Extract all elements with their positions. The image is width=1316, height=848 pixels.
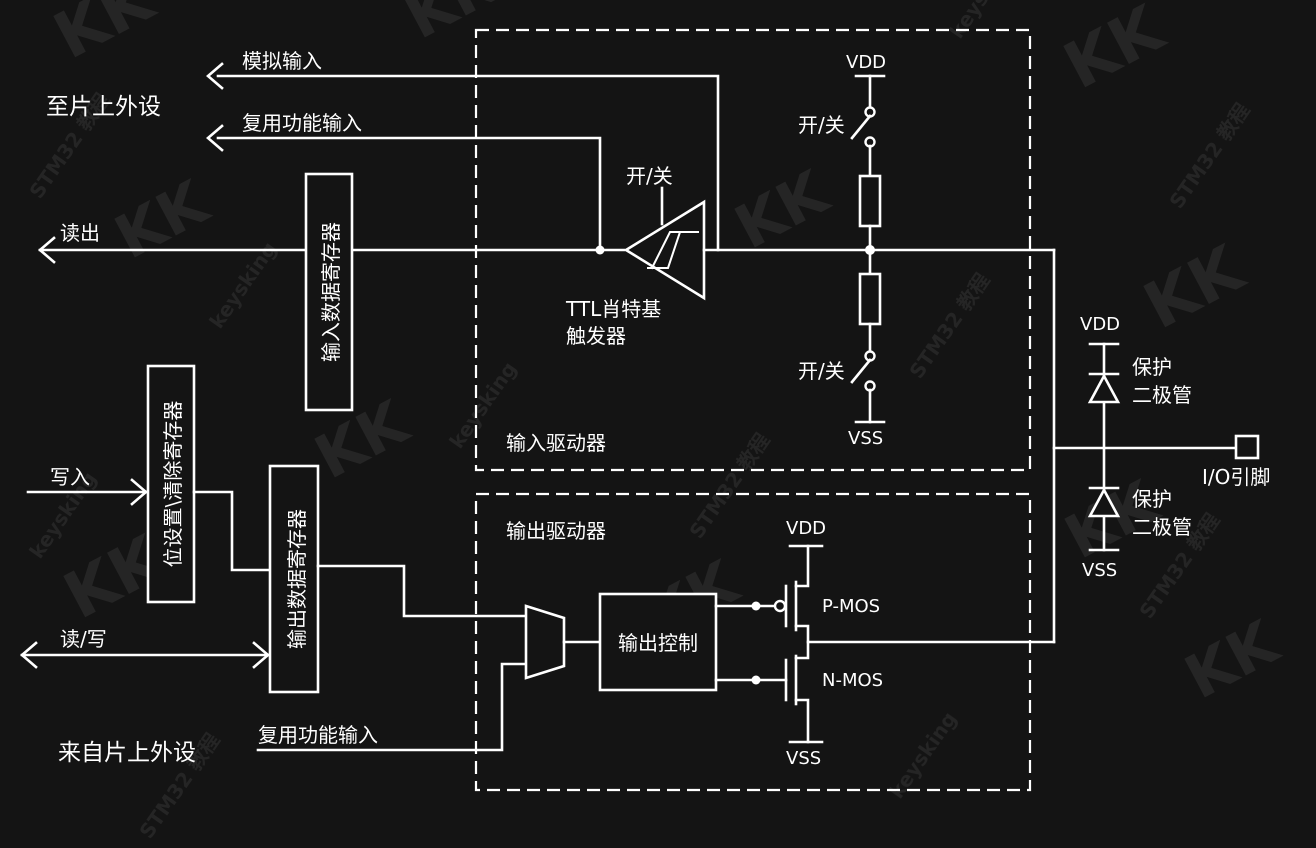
hysteresis-icon	[650, 231, 685, 270]
watermark: keysking	[884, 707, 961, 803]
junction-dot	[595, 245, 605, 255]
svg-text:KK: KK	[1133, 231, 1257, 344]
read-write-arrow-right	[252, 641, 270, 669]
pmos-label: P-MOS	[822, 596, 880, 617]
output-data-register-label: 输出数据寄存器	[285, 509, 309, 649]
from-peripheral-label: 来自片上外设	[58, 740, 196, 766]
svg-text:keysking: keysking	[884, 707, 961, 803]
schmitt-trigger	[623, 199, 706, 301]
switch-bottom-label: 开/关	[798, 359, 845, 383]
alt-input-wire	[216, 136, 602, 252]
read-out-label: 读出	[60, 221, 100, 245]
alt-input-arrow	[206, 124, 224, 152]
watermark: KK	[43, 0, 167, 74]
io-pin-label: I/O引脚	[1202, 465, 1270, 489]
analog-input-arrow	[206, 62, 224, 90]
svg-text:KK: KK	[104, 167, 221, 274]
svg-text:STM32 教程: STM32 教程	[904, 269, 994, 383]
watermark: KK	[1053, 0, 1177, 104]
protection-diode-bottom	[1087, 487, 1121, 518]
watermark: KK	[1174, 607, 1291, 714]
write-in-arrow	[130, 478, 148, 506]
pulldown-resistor	[858, 272, 882, 326]
input-data-register-label: 输入数据寄存器	[319, 222, 343, 362]
analog-input-wire	[216, 74, 720, 252]
watermark: STM32 教程	[1164, 99, 1254, 213]
bit-set-reset-register	[146, 364, 196, 604]
output-control-block	[598, 592, 718, 692]
odr-to-mux-wire	[316, 564, 528, 618]
io-pin-pad	[1234, 434, 1260, 460]
watermark: KK	[104, 167, 221, 274]
vdd-diode-label: VDD	[1080, 314, 1120, 335]
alt-output-wire	[256, 662, 528, 752]
svg-text:keysking: keysking	[944, 0, 1021, 43]
nmos-label: N-MOS	[822, 670, 883, 691]
ttl-label-line2: 触发器	[566, 324, 626, 348]
watermark: KK	[394, 0, 511, 53]
svg-text:keysking: keysking	[204, 237, 281, 333]
bsrr-to-odr-wire	[192, 490, 270, 572]
watermark: KK	[724, 157, 841, 264]
svg-text:KK: KK	[394, 0, 511, 53]
read-write-label: 读/写	[60, 627, 107, 651]
protect-diode-top-label-2: 二极管	[1132, 383, 1192, 407]
bit-set-reset-register-label: 位设置\清除寄存器	[161, 401, 185, 568]
pullup-resistor	[858, 174, 882, 228]
vdd-out-label: VDD	[786, 518, 826, 539]
trigger-switch-label: 开/关	[626, 164, 673, 188]
watermark: keysking	[204, 237, 281, 333]
alt-output-label: 复用功能输入	[258, 723, 378, 747]
watermark: keysking	[944, 0, 1021, 43]
vss-input-label: VSS	[848, 428, 883, 449]
protect-diode-bot-label-2: 二极管	[1132, 515, 1192, 539]
alt-input-label: 复用功能输入	[242, 111, 362, 135]
input-driver-label: 输入驱动器	[506, 431, 606, 455]
nmos-source	[794, 698, 810, 744]
svg-text:STM32 教程: STM32 教程	[1164, 99, 1254, 213]
output-control-label: 输出控制	[618, 631, 698, 655]
pmos-drain	[794, 624, 810, 660]
pulldown-switch	[850, 358, 872, 384]
pullup-switch	[850, 114, 872, 140]
ttl-label-line1: TTL肖特基	[565, 297, 661, 321]
svg-text:KK: KK	[1174, 607, 1291, 714]
input-data-register	[304, 172, 354, 412]
junction-dot	[865, 245, 875, 255]
vss-out-label: VSS	[786, 748, 821, 769]
protection-diode-top	[1087, 373, 1121, 404]
read-out-arrow	[38, 236, 56, 264]
protect-diode-top-label-1: 保护	[1132, 355, 1172, 379]
output-driver-label: 输出驱动器	[506, 519, 606, 543]
write-in-label: 写入	[50, 465, 90, 489]
watermark: STM32 教程	[904, 269, 994, 383]
watermark-layer: KK KK KK KK KK KK KK KK KK KK KK keyskin…	[24, 0, 1291, 843]
output-data-register	[268, 464, 320, 694]
vdd-top-label: VDD	[846, 52, 886, 73]
to-peripheral-label: 至片上外设	[46, 94, 161, 120]
output-mux	[524, 604, 566, 680]
switch-top-label: 开/关	[798, 113, 845, 137]
watermark: KK	[1133, 231, 1257, 344]
vss-diode-label: VSS	[1082, 560, 1117, 581]
read-write-arrow-left	[20, 641, 38, 669]
hysteresis-icon	[647, 231, 699, 269]
protect-diode-bot-label-1: 保护	[1132, 487, 1172, 511]
watermark: STM32 教程	[684, 429, 774, 543]
analog-input-label: 模拟输入	[242, 49, 322, 73]
svg-text:KK: KK	[724, 157, 841, 264]
pmos-source	[794, 544, 810, 588]
svg-text:STM32 教程: STM32 教程	[684, 429, 774, 543]
pmos-bubble	[773, 599, 787, 613]
svg-text:KK: KK	[43, 0, 167, 74]
svg-text:KK: KK	[1053, 0, 1177, 104]
